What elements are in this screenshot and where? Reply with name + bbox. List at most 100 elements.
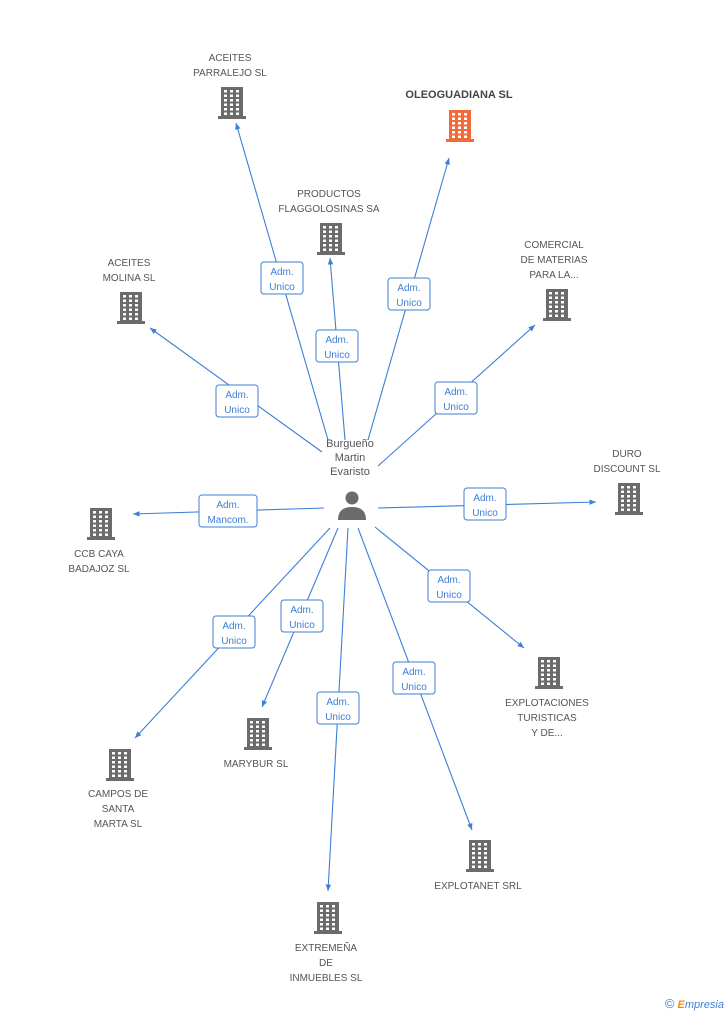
role-label-text: Adm.	[270, 267, 293, 278]
building-icon	[446, 110, 474, 142]
company-name-line: ACEITES	[108, 258, 151, 269]
company-name-line: SANTA	[102, 804, 135, 815]
company-name-line: PARA LA...	[529, 270, 578, 281]
company-name-line: TURISTICAS	[517, 713, 577, 724]
role-label-text: Adm.	[326, 697, 349, 708]
company-node-explotanet[interactable]: EXPLOTANET SRL	[434, 840, 522, 892]
building-icon	[317, 223, 345, 255]
company-name-line: FLAGGOLOSINAS SA	[278, 204, 379, 215]
building-icon	[106, 749, 134, 781]
company-node-oleoguadiana[interactable]: OLEOGUADIANA SL	[405, 89, 513, 142]
brand-name: mpresia	[684, 999, 724, 1011]
company-name-line: BADAJOZ SL	[68, 564, 130, 575]
role-label-oleoguadiana[interactable]: Adm. Unico	[387, 277, 431, 311]
arrowhead-icon	[135, 731, 142, 738]
role-label-text: Unico	[269, 282, 295, 293]
company-name-line: DISCOUNT SL	[593, 464, 660, 475]
company-name-line: MOLINA SL	[103, 273, 156, 284]
company-node-comercial-materias[interactable]: COMERCIAL DE MATERIAS PARA LA...	[520, 240, 588, 321]
role-label-ccb-caya[interactable]: Adm. Mancom.	[198, 494, 258, 528]
copyright-icon: ©	[664, 996, 675, 1011]
company-node-explotaciones-turisticas[interactable]: EXPLOTACIONES TURISTICAS Y DE...	[505, 657, 589, 739]
arrowhead-icon	[325, 884, 332, 891]
building-icon	[87, 508, 115, 540]
company-name-line: OLEOGUADIANA SL	[405, 89, 512, 101]
arrowhead-icon	[327, 258, 334, 265]
brand-initial: E	[677, 999, 685, 1011]
role-label-text: Unico	[436, 590, 462, 601]
role-label-text: Adm.	[225, 390, 248, 401]
company-name-line: PRODUCTOS	[297, 189, 361, 200]
arrowhead-icon	[235, 123, 241, 130]
company-name-line: MARYBUR SL	[224, 759, 289, 770]
company-name-line: EXPLOTACIONES	[505, 698, 589, 709]
role-label-campos-santa-marta[interactable]: Adm. Unico	[212, 615, 256, 649]
company-name-line: PARRALEJO SL	[193, 68, 267, 79]
building-icon	[535, 657, 563, 689]
company-name-line: EXPLOTANET SRL	[434, 881, 522, 892]
role-label-explotaciones-turisticas[interactable]: Adm.Unico	[427, 569, 471, 603]
company-name-line: Y DE...	[531, 728, 563, 739]
person-node[interactable]: Burgueño Martin Evaristo	[326, 438, 374, 520]
company-name-line: EXTREMEÑA	[295, 941, 358, 954]
building-icon	[218, 87, 246, 119]
role-label-aceites-molina[interactable]: Adm.Unico	[215, 384, 259, 418]
company-name-line: DE MATERIAS	[520, 255, 587, 266]
company-node-aceites-molina[interactable]: ACEITES MOLINA SL	[103, 258, 156, 324]
arrowhead-icon	[133, 511, 140, 517]
person-name-line: Burgueño	[326, 438, 374, 450]
role-label-text: Adm.	[222, 621, 245, 632]
role-label-text: Adm.	[473, 493, 496, 504]
brand-footer: © Empresia	[665, 996, 724, 1011]
building-icon	[615, 483, 643, 515]
company-node-aceites-parralejo[interactable]: ACEITES PARRALEJO SL	[193, 53, 267, 119]
building-icon	[543, 289, 571, 321]
building-icon	[314, 902, 342, 934]
role-label-text: Unico	[221, 636, 247, 647]
person-icon	[338, 491, 366, 520]
role-label-text: Unico	[324, 350, 350, 361]
company-node-marybur[interactable]: MARYBUR SL	[224, 718, 289, 770]
role-label-text: Mancom.	[207, 515, 248, 526]
arrowhead-icon	[262, 700, 268, 707]
arrowhead-icon	[444, 158, 450, 165]
role-label-productos-flaggolosinas[interactable]: Adm. Unico	[315, 329, 359, 363]
company-name-line: COMERCIAL	[524, 240, 584, 251]
role-label-extremena-inmuebles[interactable]: Adm. Unico	[316, 691, 360, 725]
role-label-text: Adm.	[397, 283, 420, 294]
building-icon	[117, 292, 145, 324]
person-name-line: Martin	[335, 452, 366, 464]
company-node-productos-flaggolosinas[interactable]: PRODUCTOS FLAGGOLOSINAS SA	[278, 189, 380, 255]
company-nodes-layer: ACEITES PARRALEJO SL OLEOGUADIANA SL PRODUC…	[68, 53, 661, 984]
arrowhead-icon	[150, 328, 157, 334]
role-label-text: Adm.	[402, 667, 425, 678]
arrowhead-icon	[467, 823, 473, 830]
company-name-line: ACEITES	[209, 53, 252, 64]
company-name-line: CCB CAYA	[74, 549, 124, 560]
role-label-text: Unico	[472, 508, 498, 519]
arrowhead-icon	[517, 641, 524, 648]
role-label-text: Adm.	[444, 387, 467, 398]
company-name-line: INMUEBLES SL	[290, 973, 363, 984]
role-label-duro-discount[interactable]: Adm. Unico	[463, 487, 507, 521]
role-label-text: Adm.	[325, 335, 348, 346]
building-icon	[244, 718, 272, 750]
arrowhead-icon	[589, 499, 596, 505]
company-name-line: MARTA SL	[94, 819, 143, 830]
role-label-text: Unico	[401, 682, 427, 693]
role-label-comercial-materias[interactable]: Adm. Unico	[434, 381, 478, 415]
role-label-text: Unico	[443, 402, 469, 413]
role-label-text: Unico	[325, 712, 351, 723]
role-label-marybur[interactable]: Adm.Unico	[280, 599, 324, 633]
role-label-aceites-parralejo[interactable]: Adm. Unico	[260, 261, 304, 295]
company-node-ccb-caya[interactable]: CCB CAYA BADAJOZ SL	[68, 508, 130, 575]
role-label-text: Unico	[396, 298, 422, 309]
role-label-text: Adm.	[216, 500, 239, 511]
role-label-explotanet[interactable]: Adm. Unico	[392, 661, 436, 695]
building-icon	[466, 840, 494, 872]
